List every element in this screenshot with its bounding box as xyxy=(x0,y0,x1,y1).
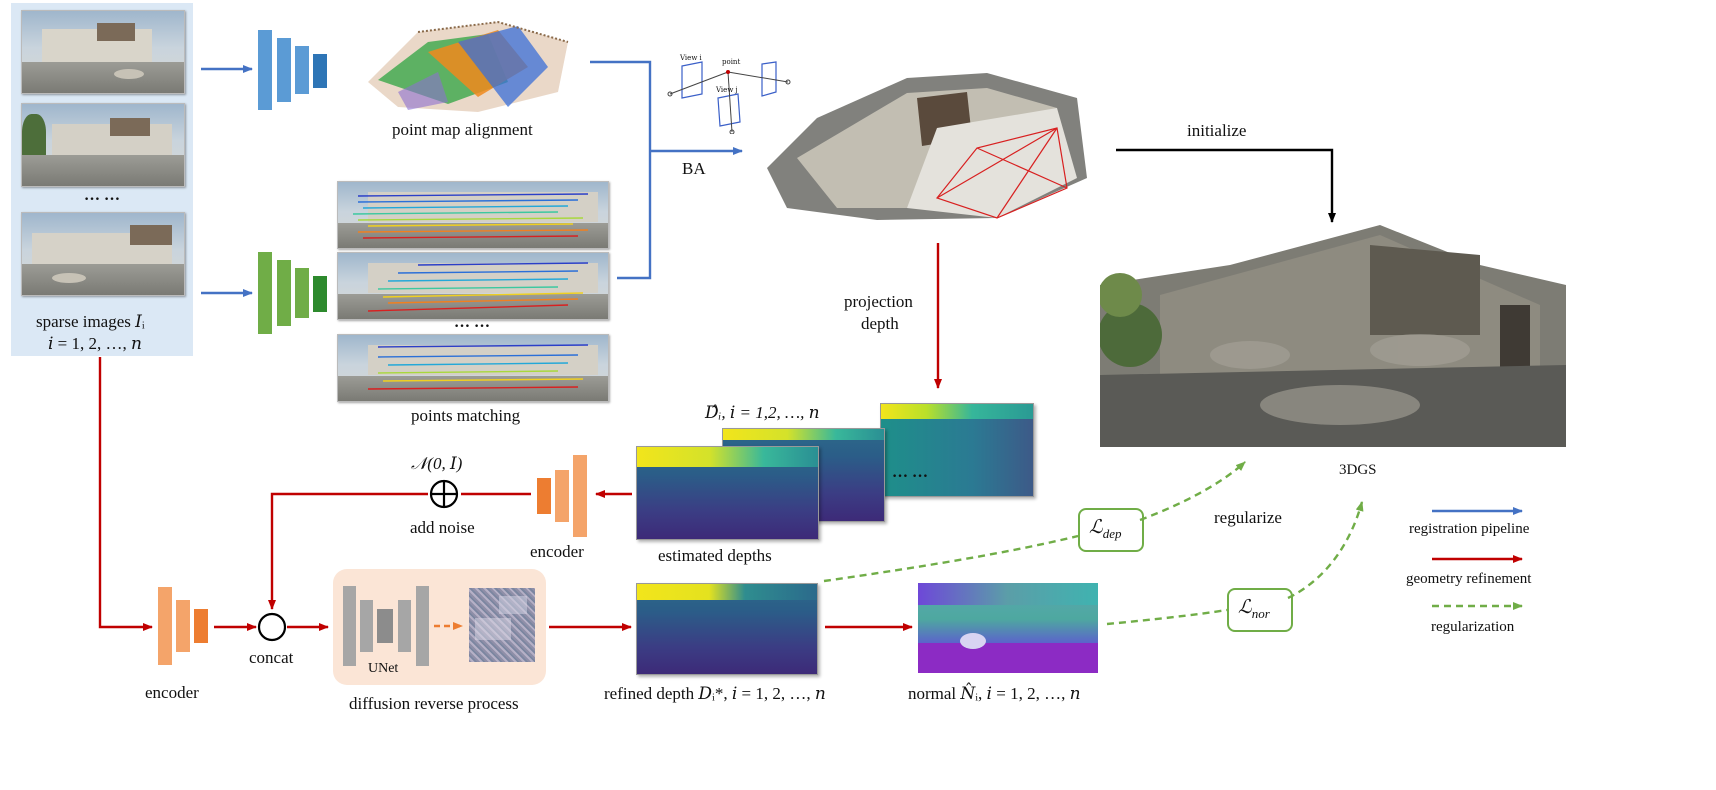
normal-map-image xyxy=(918,583,1098,673)
matching-pair-1 xyxy=(337,181,609,249)
diffusion-label: diffusion reverse process xyxy=(349,694,519,713)
point-label: point xyxy=(722,58,741,66)
3dgs-render xyxy=(1100,225,1566,447)
add-noise-label: add noise xyxy=(410,518,475,537)
legend-regularization-label: regularization xyxy=(1431,619,1515,635)
projection-label-line1: projection xyxy=(844,292,913,311)
legend-geometry-label: geometry refinement xyxy=(1406,571,1532,587)
input-ellipsis: … … xyxy=(84,187,120,204)
initialize-label: initialize xyxy=(1187,121,1247,140)
encoder-mid-label: encoder xyxy=(530,542,584,561)
sparse-image-n xyxy=(21,212,185,296)
loss-nor-box xyxy=(1227,588,1293,632)
noise-latent-image xyxy=(469,588,535,662)
matching-pair-n xyxy=(337,334,609,402)
refined-depth-label: refined depth 𝐷ᵢ*, 𝑖 = 1, 2, …, 𝑛 xyxy=(604,684,826,703)
loss-dep-l: ℒ xyxy=(1089,517,1103,538)
refined-depth-image xyxy=(636,583,818,675)
matching-pair-2 xyxy=(337,252,609,320)
sparse-image-1 xyxy=(21,10,185,94)
estimated-depths-label: estimated depths xyxy=(658,546,772,565)
input-caption-line2: 𝑖 = 1, 2, …, 𝑛 xyxy=(48,334,142,353)
depth-map-back xyxy=(880,403,1034,497)
regularize-label: regularize xyxy=(1214,508,1282,527)
depth-map-front xyxy=(636,446,819,540)
unet-label: UNet xyxy=(368,661,399,676)
points-matching-label: points matching xyxy=(411,406,521,425)
3dgs-label: 3DGS xyxy=(1339,462,1377,478)
view-j-label: View j xyxy=(716,86,738,94)
normal-label: normal 𝑁̂ᵢ, 𝑖 = 1, 2, …, 𝑛 xyxy=(908,684,1081,703)
matching-ellipsis: … … xyxy=(454,314,490,331)
input-caption-line1: sparse images 𝐼ᵢ xyxy=(36,312,145,331)
point-map-alignment-label: point map alignment xyxy=(392,120,533,139)
view-i-label: View i xyxy=(680,54,702,62)
ba-camera-diagram: View i point View j xyxy=(666,54,792,135)
point-map-image xyxy=(358,12,578,116)
depth-ellipsis: … … xyxy=(892,464,928,481)
loss-nor-l: ℒ xyxy=(1238,597,1252,618)
legend-registration-label: registration pipeline xyxy=(1409,521,1530,537)
concat-label: concat xyxy=(249,648,294,667)
loss-nor-symbol: ℒnor xyxy=(1238,596,1270,622)
d-hat-label: 𝐷̂ᵢ, 𝑖 = 1,2, …, 𝑛 xyxy=(705,403,820,422)
sparse-image-2 xyxy=(21,103,185,187)
loss-dep-box xyxy=(1078,508,1144,552)
noise-label: 𝒩(0, 𝐼) xyxy=(411,454,463,473)
projection-label-line2: depth xyxy=(861,314,899,333)
reconstructed-point-cloud xyxy=(757,68,1097,224)
encoder-bottom-label: encoder xyxy=(145,683,199,702)
ba-label: BA xyxy=(682,159,706,178)
loss-nor-sub: nor xyxy=(1251,605,1270,621)
loss-dep-symbol: ℒdep xyxy=(1089,516,1121,542)
loss-dep-sub: dep xyxy=(1102,525,1122,541)
